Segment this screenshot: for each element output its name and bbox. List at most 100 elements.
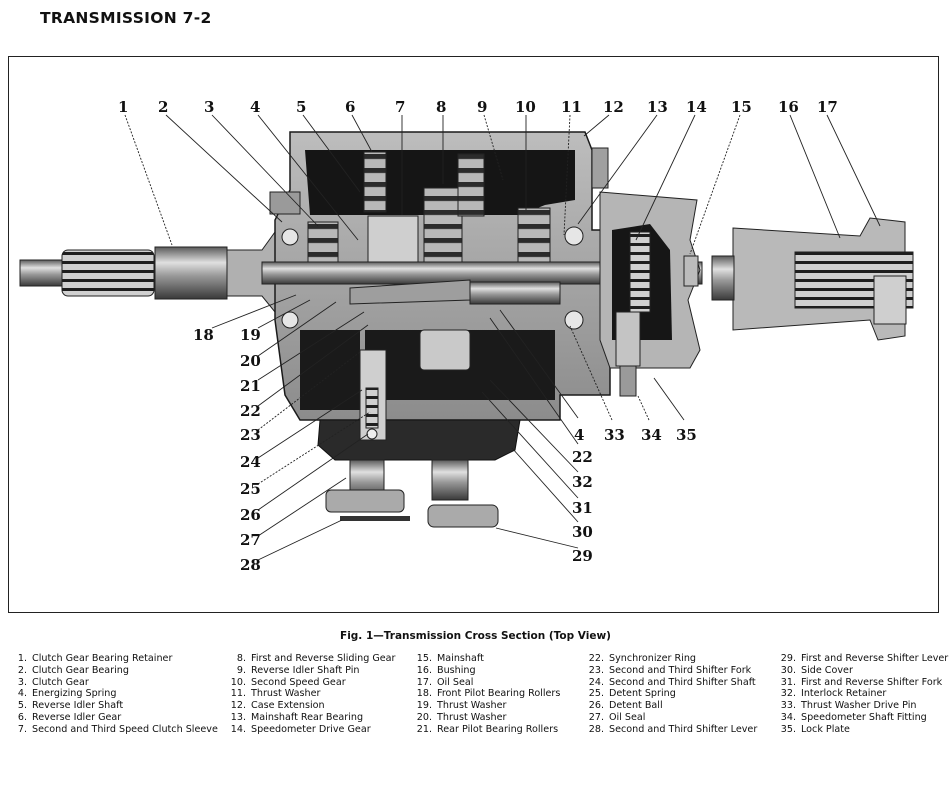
legend-item: 9.Reverse Idler Shaft Pin [226, 665, 396, 677]
legend-label: Case Extension [251, 700, 325, 712]
detent-ball [366, 428, 378, 440]
callout-10: 10 [515, 98, 536, 116]
callout-9: 9 [477, 98, 487, 116]
legend-label: First and Reverse Sliding Gear [251, 653, 396, 664]
callout-32: 32 [572, 473, 593, 491]
legend-item: 24. Second and Third Shifter Shaft [584, 677, 757, 689]
callout-31: 31 [572, 499, 593, 517]
legend-label: Mainshaft Rear Bearing [251, 711, 364, 723]
legend-number: 9. [236, 664, 246, 676]
callout-25: 25 [240, 480, 261, 498]
legend-number: 11. [230, 688, 246, 700]
legend-item: 14.Speedometer Drive Gear [226, 724, 396, 736]
legend-item: 28.Second and Third Shifter Lever [584, 723, 758, 736]
legend-label: Thrust Washer [437, 700, 507, 712]
legend-number: 26. [588, 700, 604, 712]
mainshaft [261, 261, 703, 305]
callout-35: 35 [676, 426, 697, 444]
legend-item: 27.Oil Seal [584, 712, 757, 724]
leader-lines [124, 114, 881, 561]
legend-number: 21. [416, 723, 432, 735]
legend-item: 8.First and Reverse Sliding Gear [226, 653, 396, 665]
callout-1: 1 [118, 98, 128, 116]
legend-number: 4. [17, 688, 27, 700]
legend-item: 16.Bushing [412, 665, 560, 677]
legend-label: Reverse Idler Shaft [32, 700, 124, 712]
legend-item: 7. Second and Third Speed Clutch Sleeve [10, 724, 218, 736]
legend-number: 7. [17, 723, 27, 735]
legend-number: 22. [588, 653, 604, 664]
callout-4: 4 [250, 98, 260, 116]
legend-item: 29.First and Reverse Shifter Lever [776, 653, 949, 665]
legend-number: 28. [588, 723, 604, 735]
callout-19: 19 [240, 326, 261, 344]
legend-item: 30.Side Cover [776, 665, 948, 677]
transmission-cross-section-illustration: 1 2 3 4 5 6 7 8 9 10 11 12 13 14 15 16 1… [19, 98, 914, 574]
legend-column-2: 8.First and Reverse Sliding Gear 9.Rever… [226, 653, 396, 736]
legend-item: 34.Speedometer Shaft Fitting [776, 712, 948, 724]
callout-4b: 4 [574, 426, 584, 444]
legend-number: 10. [230, 676, 246, 688]
legend-item: 32.Interlock Retainer [776, 688, 948, 700]
legend-item: 15.Mainshaft [412, 653, 560, 665]
legend-column-1: 1.Clutch Gear Bearing Retainer 2.Clutch … [10, 653, 218, 736]
legend-item: 13.Mainshaft Rear Bearing [226, 712, 396, 724]
legend-number: 6. [17, 711, 27, 723]
callout-33: 33 [604, 426, 625, 444]
callouts-top: 1 2 3 4 5 6 7 8 9 10 11 12 13 14 15 16 1… [118, 98, 838, 116]
callout-21: 21 [240, 377, 261, 395]
side-cover-assembly [317, 329, 521, 528]
callout-20: 20 [240, 352, 261, 370]
legend-label: Oil Seal [609, 711, 646, 723]
callout-28: 28 [240, 556, 261, 574]
legend-item: 3.Clutch Gear [10, 677, 218, 689]
legend-number: 3. [17, 676, 27, 688]
clutch-sleeve [367, 215, 419, 269]
legend-item: 31.First and Reverse Shifter Fork [776, 677, 948, 689]
callout-8: 8 [436, 98, 446, 116]
legend-label: First and Reverse Shifter Fork [801, 676, 943, 688]
callout-23: 23 [240, 426, 261, 444]
legend-item: 12.Case Extension [226, 700, 396, 712]
legend-item: 18.Front Pilot Bearing Rollers [412, 688, 561, 700]
legend-number: 5. [17, 700, 27, 712]
callout-7: 7 [395, 98, 405, 116]
legend-number: 15. [416, 653, 432, 664]
legend-item: 20.Thrust Washer [412, 712, 560, 724]
callout-22b: 22 [572, 448, 593, 466]
detent-spring [365, 387, 379, 429]
callout-26: 26 [240, 506, 261, 524]
callouts-right: 22 32 31 30 29 [572, 448, 593, 565]
legend-item: 1.Clutch Gear Bearing Retainer [10, 653, 218, 665]
legend-number: 32. [780, 688, 796, 700]
callout-12: 12 [603, 98, 624, 116]
callout-14: 14 [686, 98, 707, 116]
legend-label: Second and Third Speed Clutch Sleeve [32, 723, 218, 735]
callout-15: 15 [731, 98, 752, 116]
callout-22: 22 [240, 402, 261, 420]
legend-item: 10.Second Speed Gear [226, 677, 396, 689]
legend-label: First and Reverse Shifter Lever [801, 653, 949, 664]
legend-number: 20. [416, 711, 432, 723]
legend-item: 11.Thrust Washer [226, 688, 396, 700]
legend-number: 23. [588, 664, 604, 676]
legend-label: Clutch Gear Bearing [32, 664, 129, 676]
legend-number: 25. [588, 688, 604, 700]
callout-18: 18 [193, 326, 214, 344]
callout-5: 5 [296, 98, 306, 116]
legend-label: Second and Third Shifter Shaft [609, 676, 756, 688]
legend-item: 5. Reverse Idler Shaft [10, 700, 218, 712]
callout-16: 16 [778, 98, 799, 116]
callout-34: 34 [641, 426, 662, 444]
legend-label: Clutch Gear Bearing Retainer [32, 653, 173, 664]
legend-item: 21.Rear Pilot Bearing Rollers [412, 724, 560, 736]
legend-number: 14. [230, 723, 246, 735]
speedometer-drive-gear [629, 231, 651, 313]
callout-11: 11 [561, 98, 582, 116]
second-third-shifter-lever [325, 489, 405, 513]
legend-number: 24. [588, 676, 604, 688]
legend-item: 22.Synchronizer Ring [584, 653, 757, 665]
legend-item: 23.Second and Third Shifter Fork [584, 665, 757, 677]
legend-number: 19. [416, 700, 432, 712]
callout-17: 17 [817, 98, 838, 116]
